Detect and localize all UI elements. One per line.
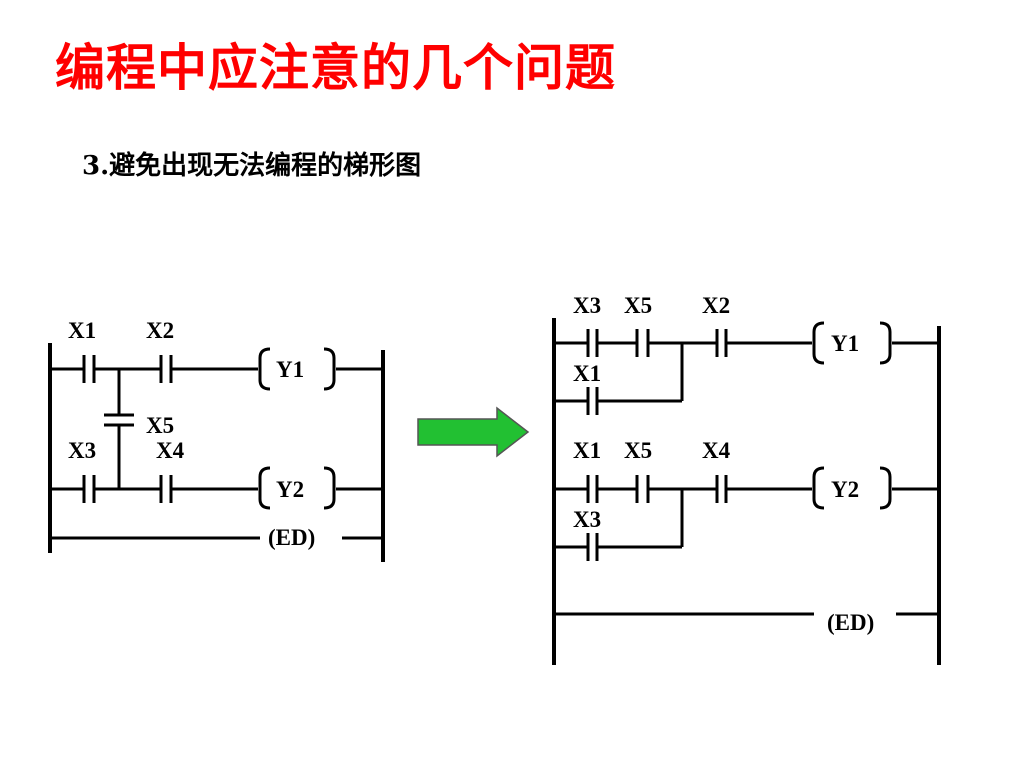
left-coil-y2 — [258, 466, 336, 510]
left-label-ed: (ED) — [268, 525, 315, 550]
right-contact-x5-bottom — [635, 475, 650, 503]
right-label-x3-branch: X3 — [573, 507, 601, 532]
right-contact-x4 — [715, 475, 728, 503]
right-label-x1-branch: X1 — [573, 361, 601, 386]
left-label-y2: Y2 — [276, 477, 304, 502]
left-ladder-labels: X1 X2 X5 X3 X4 Y1 Y2 (ED) — [68, 318, 315, 550]
right-coil-y2 — [812, 466, 892, 510]
left-label-y1: Y1 — [276, 357, 304, 382]
transform-arrow — [417, 406, 530, 458]
right-label-x1-bottom: X1 — [573, 438, 601, 463]
left-contact-x5 — [104, 413, 134, 427]
left-ladder-diagram — [48, 343, 385, 562]
right-ladder-labels: X3 X5 X2 X1 X1 X5 X4 X3 Y1 Y2 (ED) — [573, 293, 874, 635]
right-label-x5-top: X5 — [624, 293, 652, 318]
right-ladder-diagram — [552, 318, 941, 665]
left-coil-y1 — [258, 347, 336, 391]
slide-subtitle: 3.避免出现无法编程的梯形图 — [82, 151, 422, 181]
right-contact-x1-branch — [586, 387, 599, 415]
right-label-x2: X2 — [702, 293, 730, 318]
right-contact-x1-bottom — [586, 475, 599, 503]
right-label-x5-bottom: X5 — [624, 438, 652, 463]
left-label-x3: X3 — [68, 438, 96, 463]
left-label-x1: X1 — [68, 318, 96, 343]
right-contact-x3-branch — [586, 533, 599, 561]
left-label-x4: X4 — [156, 438, 185, 463]
right-label-ed: (ED) — [827, 610, 874, 635]
left-contact-x4 — [159, 475, 173, 503]
right-contact-x2 — [715, 329, 728, 357]
right-label-y2: Y2 — [831, 477, 859, 502]
left-contact-x2 — [159, 355, 173, 383]
right-label-y1: Y1 — [831, 331, 859, 356]
left-contact-x3 — [82, 475, 96, 503]
slide-title: 编程中应注意的几个问题 — [55, 39, 616, 97]
right-label-x4: X4 — [702, 438, 731, 463]
left-label-x5: X5 — [146, 413, 174, 438]
right-contact-x3-top — [586, 329, 599, 357]
right-label-x3-top: X3 — [573, 293, 601, 318]
left-label-x2: X2 — [146, 318, 174, 343]
right-coil-y1 — [812, 321, 892, 365]
right-contact-x5-top — [635, 329, 650, 357]
left-contact-x1 — [82, 355, 96, 383]
